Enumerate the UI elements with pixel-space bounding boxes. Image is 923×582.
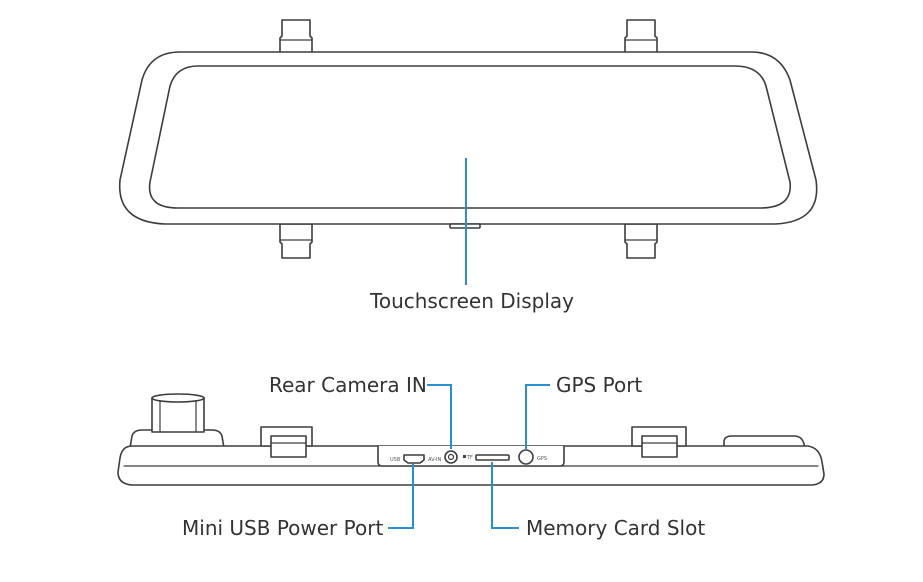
top-right-clip	[624, 19, 658, 56]
gps-callout-line	[525, 384, 550, 449]
tf-port-mark	[463, 455, 466, 458]
mini-usb-port: USB	[390, 454, 425, 464]
gps-port-mark: GPS	[537, 456, 547, 462]
front-camera-lens	[129, 393, 225, 449]
rear-camera-port: AV-IN	[428, 450, 458, 464]
mirror-front-view	[118, 19, 818, 259]
memory-label: Memory Card Slot	[526, 516, 705, 540]
gps-label: GPS Port	[556, 373, 642, 397]
bottom-right-clip	[624, 223, 658, 259]
top-left-clip	[279, 19, 313, 56]
usb-callout-line	[388, 464, 414, 529]
usb-port-mark: USB	[390, 457, 401, 463]
tf-port-text: TF	[466, 455, 473, 461]
mirror-bottom-view: USB AV-IN TF GPS	[117, 393, 825, 486]
gps-port: GPS	[518, 449, 547, 465]
port-panel	[377, 445, 565, 467]
usb-label: Mini USB Power Port	[182, 516, 383, 540]
av-port-mark: AV-IN	[428, 457, 442, 463]
right-mount-bracket	[631, 426, 687, 458]
left-mount-bracket	[260, 426, 313, 458]
touchscreen-label: Touchscreen Display	[369, 289, 574, 313]
bottom-left-clip	[279, 223, 313, 259]
memory-card-slot: TF	[463, 454, 510, 461]
rear-camera-label: Rear Camera IN	[269, 373, 427, 397]
memory-callout-line	[491, 462, 519, 529]
touchscreen-display	[148, 65, 791, 209]
rear-camera-callout-line	[427, 384, 452, 449]
